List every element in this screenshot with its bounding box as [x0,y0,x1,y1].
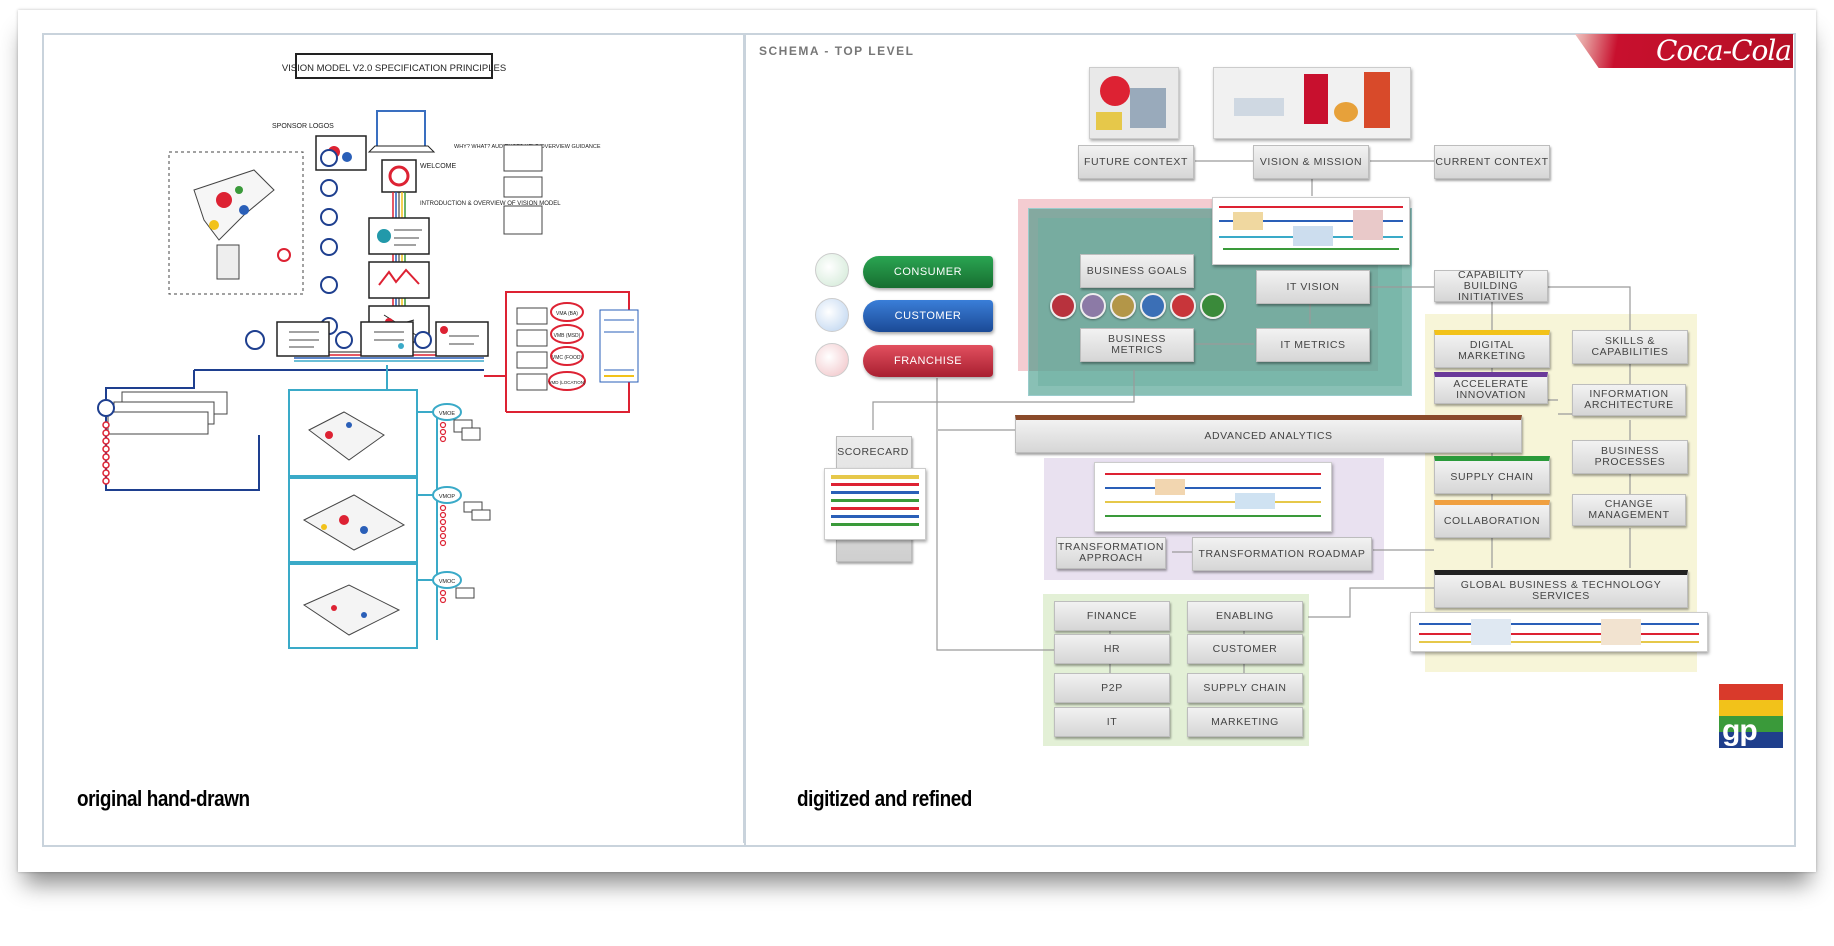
scorecard-image [824,468,926,540]
panel-divider [743,35,746,843]
sponsor-badge-icon-2 [1080,293,1106,319]
accelerate-innovation-box[interactable]: ACCELERATE INNOVATION [1434,372,1548,404]
business-goals-box[interactable]: BUSINESS GOALS [1080,254,1194,288]
sponsor-badge-icon-5 [1170,293,1196,319]
future-context-box[interactable]: FUTURE CONTEXT [1078,145,1194,179]
svg-text:VMOE: VMOE [439,411,456,417]
enabling-box[interactable]: ENABLING [1187,601,1303,631]
gp-logo-text: gp [1722,714,1758,747]
transformation-roadmap-box[interactable]: TRANSFORMATION ROADMAP [1192,537,1372,571]
collaboration-box[interactable]: COLLABORATION [1434,500,1550,538]
supply-chain-initiative-box[interactable]: SUPPLY CHAIN [1434,456,1550,494]
sketch-title-box [295,53,493,79]
digital-marketing-box[interactable]: DIGITAL MARKETING [1434,330,1550,368]
capability-box[interactable]: CAPABILITY BUILDING INITIATIVES [1434,269,1548,302]
customer-pill[interactable]: CUSTOMER [863,300,993,332]
sponsor-badge-icon-3 [1110,293,1136,319]
svg-text:VMA (BA): VMA (BA) [556,311,578,317]
coca-cola-logo: Coca-Cola [1574,34,1793,68]
hr-box[interactable]: HR [1054,634,1170,664]
sketch-note-welcome: WELCOME [420,163,457,170]
gbts-box[interactable]: GLOBAL BUSINESS & TECHNOLOGY SERVICES [1434,570,1688,608]
sponsor-badge-icon-1 [1050,293,1076,319]
marketing-box[interactable]: MARKETING [1187,707,1303,737]
gp-logo: gp [1719,684,1783,748]
it-function-box[interactable]: IT [1054,707,1170,737]
schema-title: SCHEMA - TOP LEVEL [759,44,915,58]
information-architecture-box[interactable]: INFORMATION ARCHITECTURE [1572,384,1686,416]
svg-text:VMB (MSD): VMB (MSD) [554,333,581,339]
scorecard-label[interactable]: SCORECARD [837,446,909,458]
consumer-pill[interactable]: CONSUMER [863,256,993,288]
finance-box[interactable]: FINANCE [1054,601,1170,631]
advanced-analytics-bar[interactable]: ADVANCED ANALYTICS [1015,415,1522,453]
vision-mission-image [1213,67,1411,139]
transformation-approach-box[interactable]: TRANSFORMATION APPROACH [1056,537,1166,569]
caption-original: original hand-drawn [77,786,250,811]
it-vision-box[interactable]: IT VISION [1256,270,1370,304]
transformation-diagram-image [1094,462,1332,532]
sponsor-badge-icon-4 [1140,293,1166,319]
sketch-vm-nodes [320,149,338,335]
caption-digitized: digitized and refined [797,786,972,811]
current-context-box[interactable]: CURRENT CONTEXT [1434,145,1550,179]
svg-text:VMOC: VMOC [439,579,456,585]
franchise-pill[interactable]: FRANCHISE [863,345,993,377]
customer-function-box[interactable]: CUSTOMER [1187,634,1303,664]
svg-text:VMD (LOCATION): VMD (LOCATION) [549,380,586,385]
right-panel-frame [746,33,1796,847]
future-context-image [1089,67,1179,139]
it-metrics-box[interactable]: IT METRICS [1256,328,1370,362]
svg-text:VMOP: VMOP [439,494,456,500]
consumer-icon [815,253,849,287]
sketch-title: VISION MODEL V2.0 SPECIFICATION PRINCIPL… [282,63,506,74]
gbts-image [1410,612,1708,652]
franchise-icon [815,343,849,377]
business-metrics-box[interactable]: BUSINESS METRICS [1080,328,1194,362]
skills-capabilities-box[interactable]: SKILLS & CAPABILITIES [1572,330,1688,364]
sponsor-badge-icon-6 [1200,293,1226,319]
p2p-box[interactable]: P2P [1054,673,1170,703]
svg-text:VMC (FOOD): VMC (FOOD) [552,355,583,361]
sketch-note-intro: INTRODUCTION & OVERVIEW OF VISION MODEL [420,201,561,207]
business-processes-box[interactable]: BUSINESS PROCESSES [1572,440,1688,474]
hand-drawn-sketch: VISION MODEL V2.0 SPECIFICATION PRINCIPL… [97,53,639,649]
vision-mission-box[interactable]: VISION & MISSION [1253,145,1369,179]
goals-diagram-image [1212,197,1410,265]
supply-chain-function-box[interactable]: SUPPLY CHAIN [1187,673,1303,703]
sketch-note-sponsors: SPONSOR LOGOS [272,123,334,130]
customer-icon [815,298,849,332]
change-management-box[interactable]: CHANGE MANAGEMENT [1572,494,1686,526]
